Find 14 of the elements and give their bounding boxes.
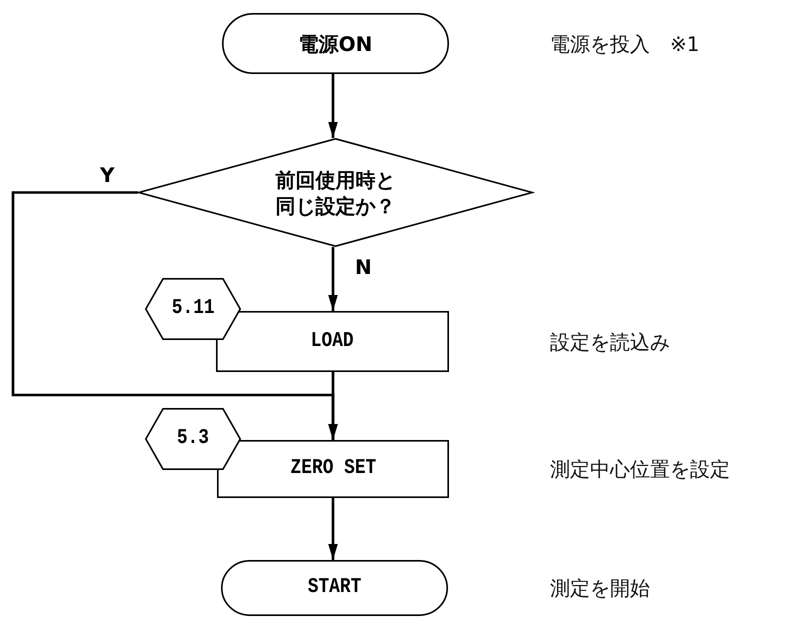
note-text: 電源を投入 ※1	[550, 31, 700, 58]
note-text: 測定を開始	[550, 575, 650, 602]
terminal-shape: 電源ON	[222, 13, 449, 74]
note-text: 設定を読込み	[550, 329, 670, 356]
process-box: LOAD	[216, 311, 449, 372]
arrow	[328, 372, 338, 440]
terminal-shape: START	[221, 560, 448, 616]
note-text: 測定中心位置を設定	[550, 456, 730, 483]
arrow	[328, 247, 338, 311]
decision-diamond: 前回使用時と同じ設定か？	[138, 138, 533, 247]
reference-tag: 5.11	[145, 278, 241, 340]
arrow	[328, 498, 338, 560]
arrow	[328, 74, 338, 138]
reference-tag: 5.3	[145, 408, 241, 470]
